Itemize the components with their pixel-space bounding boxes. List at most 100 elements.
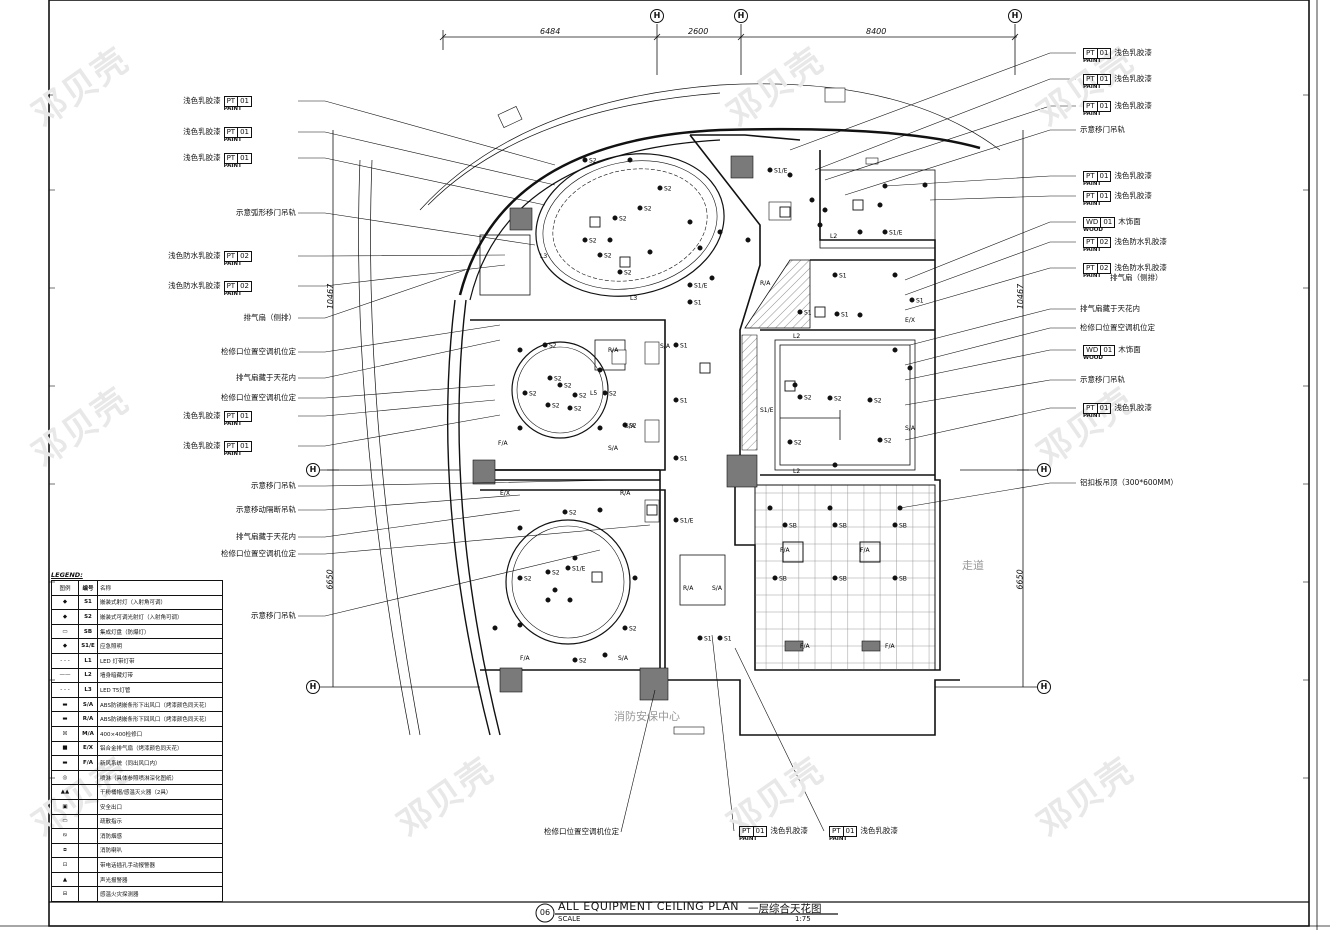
fixture-label: S2 bbox=[834, 396, 842, 403]
spotlight-fixture bbox=[627, 157, 633, 163]
spotlight-fixture bbox=[612, 215, 618, 221]
fixture-label: L2 bbox=[793, 468, 800, 475]
legend-name: 消防喇叭 bbox=[97, 842, 223, 859]
legend-symbol: ⧅ bbox=[51, 828, 79, 844]
annotation-text: 示意移门吊轨 bbox=[1080, 375, 1125, 384]
legend-row: ⧈消防喇叭 bbox=[51, 842, 223, 859]
fresh-air-diffuser bbox=[859, 541, 881, 563]
legend-name: 疏散指示 bbox=[97, 813, 223, 830]
left-annotation: 排气扇藏于天花内 bbox=[236, 373, 296, 383]
leader-line bbox=[899, 482, 1076, 509]
legend-name: 嵌装式射灯（入射角可调） bbox=[97, 594, 223, 611]
spotlight-fixture bbox=[567, 405, 573, 411]
right-annotation: 检修口位置空调机位定 bbox=[1080, 323, 1155, 333]
material-number: 01 bbox=[238, 441, 252, 452]
scale-label: SCALE bbox=[558, 915, 581, 923]
annotation-text: 浅色乳胶漆 bbox=[770, 826, 808, 835]
legend-row: ▲声光报警器 bbox=[51, 871, 223, 888]
material-number: 02 bbox=[238, 281, 252, 292]
spotlight-fixture bbox=[745, 237, 751, 243]
legend-name: 干粉桶帽/感温灭火器（2具） bbox=[97, 784, 223, 800]
leader-line bbox=[298, 384, 496, 399]
left-annotation: 示意移门吊轨 bbox=[251, 611, 296, 621]
annotation-text: 浅色乳胶漆 bbox=[1114, 403, 1152, 412]
left-annotation: 排气扇（侧排） bbox=[244, 313, 297, 323]
annotation-text: 示意移门吊轨 bbox=[251, 611, 296, 620]
spotlight-fixture bbox=[565, 565, 571, 571]
spotlight-fixture bbox=[782, 522, 788, 528]
spotlight-fixture bbox=[834, 311, 840, 317]
fixture-label: S2 bbox=[552, 403, 560, 410]
leader-line bbox=[824, 105, 1076, 181]
fixture-label: S2 bbox=[604, 253, 612, 260]
leader-line bbox=[298, 157, 546, 206]
fixture-label: F/A bbox=[498, 440, 508, 447]
spotlight-fixture bbox=[547, 375, 553, 381]
grid-bubble: H bbox=[306, 463, 320, 477]
spotlight-fixture bbox=[557, 382, 563, 388]
spotlight-fixture bbox=[767, 505, 773, 511]
spotlight-fixture bbox=[787, 439, 793, 445]
fixture-label: S2 bbox=[529, 391, 537, 398]
dimension-text: 8400 bbox=[866, 27, 887, 36]
spotlight-fixture bbox=[892, 575, 898, 581]
legend-symbol: ◆ bbox=[51, 609, 79, 625]
fixture-label: S2 bbox=[629, 626, 637, 633]
legend-symbol: ▭ bbox=[51, 623, 79, 640]
spotlight-fixture bbox=[857, 229, 863, 235]
spotlight-fixture bbox=[827, 395, 833, 401]
leader-line bbox=[298, 324, 501, 353]
fixture-label: S2 bbox=[554, 376, 562, 383]
legend-header-row: 图例 编号 名称 bbox=[51, 580, 223, 596]
material-subtext: PAINT bbox=[829, 836, 848, 842]
leader-line bbox=[298, 414, 501, 447]
fixture-label: L3 bbox=[630, 295, 637, 302]
legend-code: L3 bbox=[78, 682, 98, 698]
material-number: 01 bbox=[753, 826, 768, 837]
structural-columns bbox=[472, 155, 881, 701]
material-number: 01 bbox=[1097, 101, 1112, 112]
fixture-label: L2 bbox=[793, 333, 800, 340]
legend-symbol: ▬ bbox=[51, 755, 79, 771]
legend-name: LED T5灯管 bbox=[97, 682, 223, 698]
annotation-text: 浅色乳胶漆 bbox=[183, 96, 221, 105]
left-annotation: 排气扇藏于天花内 bbox=[236, 532, 296, 542]
bottom-leader-lines bbox=[620, 634, 825, 833]
spotlight-fixture bbox=[892, 347, 898, 353]
legend-symbol: ⊟ bbox=[51, 886, 79, 903]
fixture-label: F/A bbox=[860, 547, 870, 554]
material-subtext: PAINT bbox=[223, 106, 242, 112]
legend-row: ▭疏散指示 bbox=[51, 813, 223, 830]
fixture-label: L2 bbox=[830, 233, 837, 240]
annotation-text: 排气扇（侧排） bbox=[243, 313, 297, 322]
spotlight-fixture bbox=[697, 635, 703, 641]
spotlight-fixture bbox=[517, 425, 523, 431]
fixture-label: S2 bbox=[552, 570, 560, 577]
annotation-text: 木饰面 bbox=[1118, 217, 1141, 226]
leader-line bbox=[298, 254, 506, 257]
fixture-label: S1 bbox=[804, 310, 812, 317]
spotlight-fixture bbox=[797, 309, 803, 315]
material-code: PT bbox=[223, 441, 239, 452]
legend-symbol: —— bbox=[51, 667, 79, 684]
legend-name: 感温火灾探测器 bbox=[97, 886, 223, 903]
leader-line bbox=[298, 212, 536, 246]
spotlight-fixture bbox=[817, 222, 823, 228]
material-subtext: PAINT bbox=[223, 137, 242, 143]
spotlight-fixture bbox=[597, 507, 603, 513]
legend-name: 应急照明 bbox=[97, 638, 223, 654]
legend-symbol: ▲ bbox=[51, 871, 79, 888]
annotation-text: 浅色防水乳胶漆 bbox=[168, 251, 221, 260]
spotlight-fixture bbox=[602, 390, 608, 396]
spotlight-fixture bbox=[597, 252, 603, 258]
grid-bubble: H bbox=[734, 9, 748, 23]
